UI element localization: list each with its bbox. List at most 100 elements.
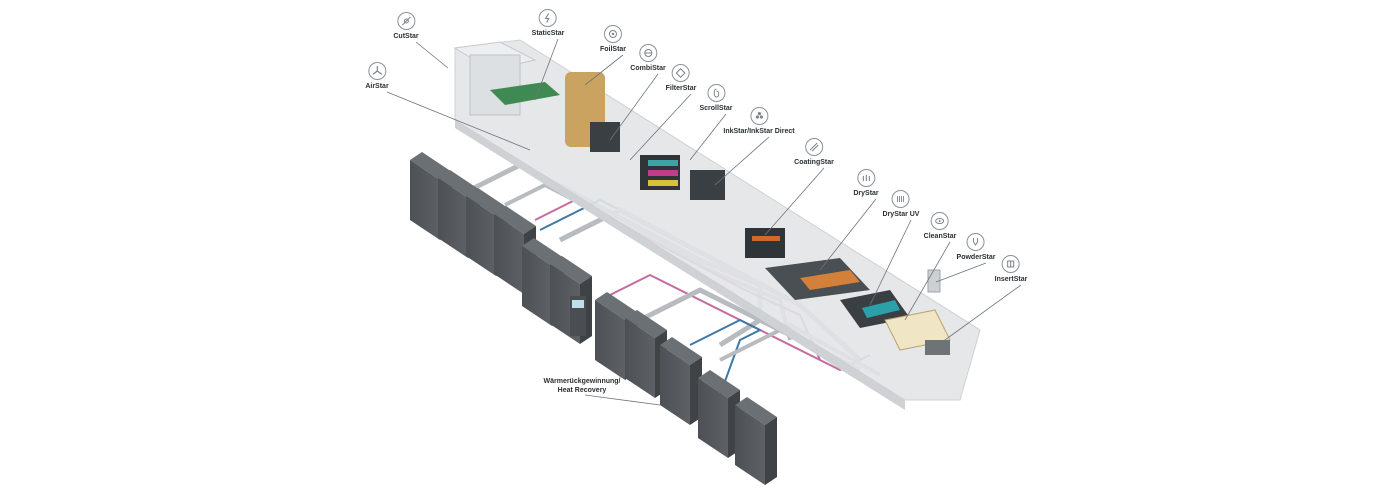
callout-label: InsertStar: [994, 276, 1028, 283]
cabinet-top: [625, 310, 667, 338]
cabinet-top: [494, 206, 536, 234]
callout-label: PowderStar: [956, 254, 996, 261]
leader-staticstar: [534, 38, 559, 101]
ink-icon: [749, 107, 768, 125]
callout-foilstar: FoilStar: [600, 25, 626, 54]
leader-powderstar: [935, 262, 987, 283]
cabinet-top: [438, 170, 480, 198]
foil-roll-icon: [604, 25, 622, 43]
heat-recovery-label-line1: Wärmerückgewinnung/: [543, 378, 621, 385]
callout-insertstar: InsertStar: [994, 255, 1028, 284]
combi-unit: [590, 122, 620, 152]
combi-icon: [639, 44, 657, 62]
leader-scrollstar: [689, 113, 727, 161]
callout-coatingstar: CoatingStar: [794, 138, 834, 167]
printing-press-body: [453, 39, 981, 410]
scroll-icon: [706, 84, 725, 102]
heat-recovery-label: Wärmerückgewinnung/ Heat Recovery: [543, 377, 620, 395]
feeder-body: [469, 54, 521, 116]
insert-unit: [925, 340, 950, 355]
callout-label: InkStar/InkStar Direct: [723, 128, 795, 135]
leader-heat-recovery: [584, 394, 661, 406]
leader-inkstar: [714, 136, 770, 186]
coating-roller: [752, 236, 780, 241]
cabinet-top: [698, 370, 740, 398]
print-roller-yellow: [648, 180, 678, 186]
heat-recovery-label-line2: Heat Recovery: [557, 387, 607, 394]
leader-airstar: [386, 91, 531, 151]
cut-icon: [397, 12, 415, 30]
callout-combistar: CombiStar: [630, 44, 666, 73]
cabinet-front: [522, 246, 552, 326]
cabinet-top: [522, 238, 564, 266]
heat-recovery-cabinets: [410, 152, 777, 485]
cabinet-front: [625, 318, 655, 398]
cabinet-front: [438, 178, 468, 258]
callout-label: AirStar: [365, 83, 389, 90]
cabinet-front: [494, 214, 524, 294]
callout-cutstar: CutStar: [393, 12, 419, 41]
callout-drystar-uv: DryStar UV: [882, 190, 920, 219]
cabinet-side: [765, 417, 777, 485]
cabinet-front: [698, 378, 728, 458]
dryer-icon: [856, 169, 875, 187]
press-base: [455, 120, 905, 410]
ink-unit: [690, 170, 725, 200]
callout-cleanstar: CleanStar: [923, 212, 957, 241]
leader-foilstar: [584, 54, 624, 86]
dryer-lamp: [800, 270, 860, 290]
callout-label: StaticStar: [531, 30, 565, 37]
cabinet-top: [550, 256, 592, 284]
powder-icon: [967, 233, 985, 251]
callout-drystar: DryStar: [853, 169, 879, 198]
cabinet-11: [735, 397, 777, 485]
clean-icon: [931, 212, 949, 230]
print-roller-cyan: [648, 160, 678, 166]
cabinet-front: [735, 405, 765, 485]
leader-cleanstar: [904, 241, 951, 321]
leader-drystar: [819, 198, 877, 271]
leader-cutstar: [415, 41, 449, 69]
callout-staticstar: StaticStar: [531, 9, 565, 38]
cabinet-top: [735, 397, 777, 425]
leader-filterstar: [629, 93, 692, 161]
callout-label: DryStar: [853, 190, 879, 197]
uv-icon: [892, 190, 910, 208]
cabinet-front: [466, 196, 496, 276]
control-screen: [572, 300, 584, 308]
callout-scrollstar: ScrollStar: [699, 84, 733, 113]
callout-airstar: AirStar: [365, 62, 389, 91]
static-board: [490, 82, 560, 105]
leader-lines: [386, 38, 1022, 406]
cabinet-top: [466, 188, 508, 216]
leader-insertstar: [937, 284, 1022, 346]
coating-icon: [804, 138, 823, 156]
leader-combistar: [609, 73, 659, 141]
callout-label: CleanStar: [923, 233, 957, 240]
callout-filterstar: FilterStar: [665, 64, 697, 93]
cabinet-front: [595, 300, 625, 380]
pipe-run-7: [689, 319, 761, 396]
fan-icon: [368, 62, 386, 80]
callout-label: FoilStar: [599, 46, 627, 53]
print-roller-magenta: [648, 170, 678, 176]
coating-unit: [745, 228, 785, 258]
callout-label: ScrollStar: [699, 105, 733, 112]
cabinet-top: [410, 152, 452, 180]
callout-label: DryStar UV: [882, 211, 920, 218]
callout-label: CombiStar: [630, 65, 666, 72]
leader-drystar-uv: [869, 219, 912, 306]
leader-coatingstar: [764, 167, 825, 236]
cabinet-top: [660, 337, 702, 365]
cabinet-top: [595, 292, 637, 320]
callout-powderstar: PowderStar: [956, 233, 996, 262]
insert-icon: [1002, 255, 1020, 273]
callout-label: CoatingStar: [794, 159, 834, 166]
cabinet-front: [660, 345, 690, 425]
cabinet-10: [698, 370, 740, 458]
callout-inkstar: InkStar/InkStar Direct: [723, 107, 795, 136]
cabinet-9: [660, 337, 702, 425]
callout-label: FilterStar: [665, 85, 697, 92]
